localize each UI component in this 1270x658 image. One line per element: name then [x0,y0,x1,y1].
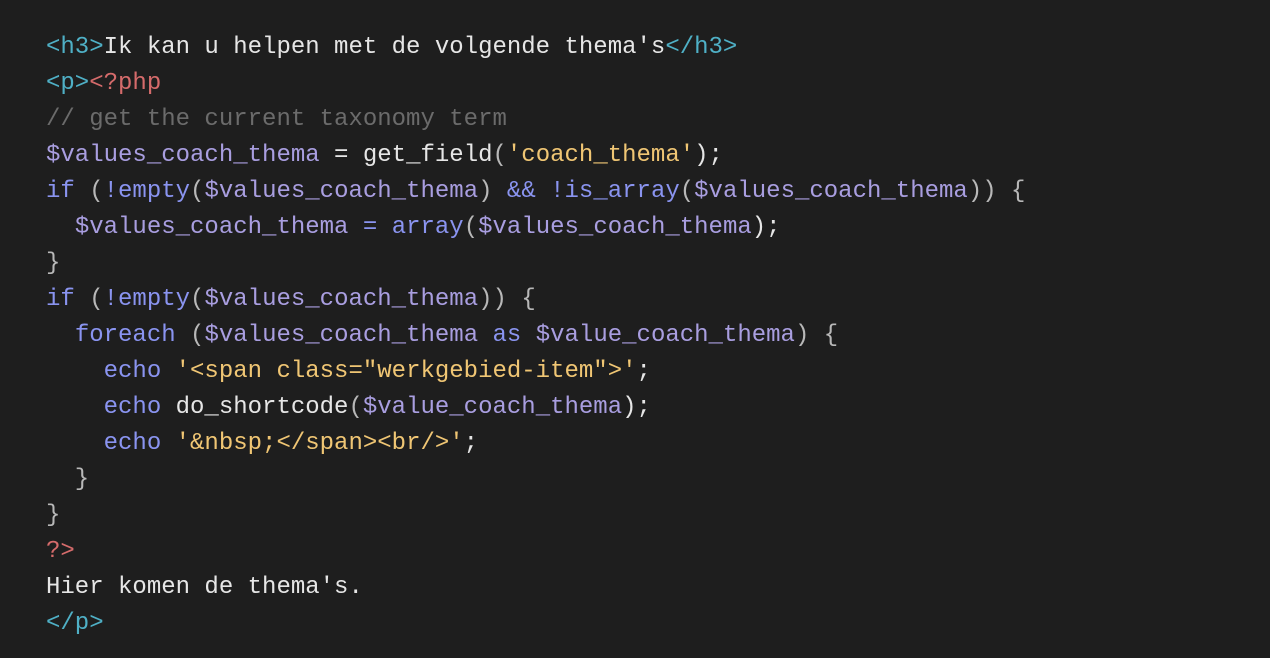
code-token: as [478,322,536,349]
code-line: <p><?php [46,66,1270,102]
code-token: ); [694,142,723,169]
code-token [46,214,75,241]
code-token: $values_coach_thema [478,214,752,241]
code-token: echo [103,394,162,421]
code-token: ) [478,178,507,205]
code-token: <p> [46,70,90,97]
code-line: echo do_shortcode($value_coach_thema); [46,390,1270,426]
code-token: '&nbsp;</span><br/>' [175,430,464,457]
code-token: array [391,214,464,241]
code-token [161,430,175,457]
code-line: $values_coach_thema = get_field('coach_t… [46,138,1270,174]
code-token: ( [175,322,205,349]
code-token: if [46,178,75,205]
code-token: Ik kan u helpen met de volgende thema's [103,34,666,61]
code-token: $values_coach_thema [74,214,349,241]
code-token: )) { [478,286,536,313]
code-token: $values_coach_thema [204,286,479,313]
code-token: $value_coach_thema [535,322,795,349]
code-token: is_array [564,178,680,205]
code-token: )) { [967,178,1026,205]
code-token: !empty [103,178,191,205]
code-line: $values_coach_thema = array($values_coac… [46,210,1270,246]
code-token: ( [74,286,104,313]
code-line: // get the current taxonomy term [46,102,1270,138]
code-token: </p> [46,610,104,637]
code-line: Hier komen de thema's. [46,570,1270,606]
code-token: $values_coach_thema [204,178,479,205]
code-token: ?> [46,538,75,565]
code-token: $values_coach_thema [46,142,320,169]
code-token: ; [463,430,479,457]
code-token [46,322,75,349]
code-token: $values_coach_thema [204,322,479,349]
code-token: && ! [506,178,565,205]
code-token: </h3> [665,34,738,61]
code-token: get_field [362,142,493,169]
code-token: } [46,466,90,493]
code-token: $values_coach_thema [694,178,968,205]
code-line: </p> [46,606,1270,642]
code-token: ) { [794,322,839,349]
code-token [161,358,175,385]
code-token: ( [74,178,104,205]
code-line: } [46,246,1270,282]
code-token: = [319,142,363,169]
code-line: if (!empty($values_coach_thema)) { [46,282,1270,318]
code-line: ?> [46,534,1270,570]
code-token: ( [190,286,205,313]
code-token: ( [348,394,363,421]
code-token [46,358,104,385]
code-token: 'coach_thema' [506,142,695,169]
code-token: Hier komen de thema's. [46,574,363,601]
code-line: foreach ($values_coach_thema as $value_c… [46,318,1270,354]
code-line: echo '&nbsp;</span><br/>'; [46,426,1270,462]
code-line: } [46,462,1270,498]
code-token: = [348,214,392,241]
code-token: ( [492,142,507,169]
code-line: <h3>Ik kan u helpen met de volgende them… [46,30,1270,66]
code-token: !empty [103,286,191,313]
code-token: if [46,286,75,313]
code-token: ); [622,394,651,421]
code-token: foreach [74,322,176,349]
code-token: <h3> [46,34,104,61]
code-line: echo '<span class="werkgebied-item">'; [46,354,1270,390]
code-token: ( [463,214,479,241]
code-token: echo [103,430,162,457]
code-token [46,430,104,457]
code-line: if (!empty($values_coach_thema) && !is_a… [46,174,1270,210]
code-token: '<span class="werkgebied-item">' [175,358,637,385]
code-token: } [46,502,61,529]
code-token: // get the current taxonomy term [46,106,507,133]
code-token: $value_coach_thema [362,394,623,421]
code-token [46,394,104,421]
code-token: ; [636,358,651,385]
code-token: ( [679,178,695,205]
code-token: echo [103,358,162,385]
code-token: } [46,250,61,277]
code-token: <?php [89,70,162,97]
code-token: do_shortcode [161,394,349,421]
code-token: ( [190,178,205,205]
code-line: } [46,498,1270,534]
code-token: ); [751,214,781,241]
